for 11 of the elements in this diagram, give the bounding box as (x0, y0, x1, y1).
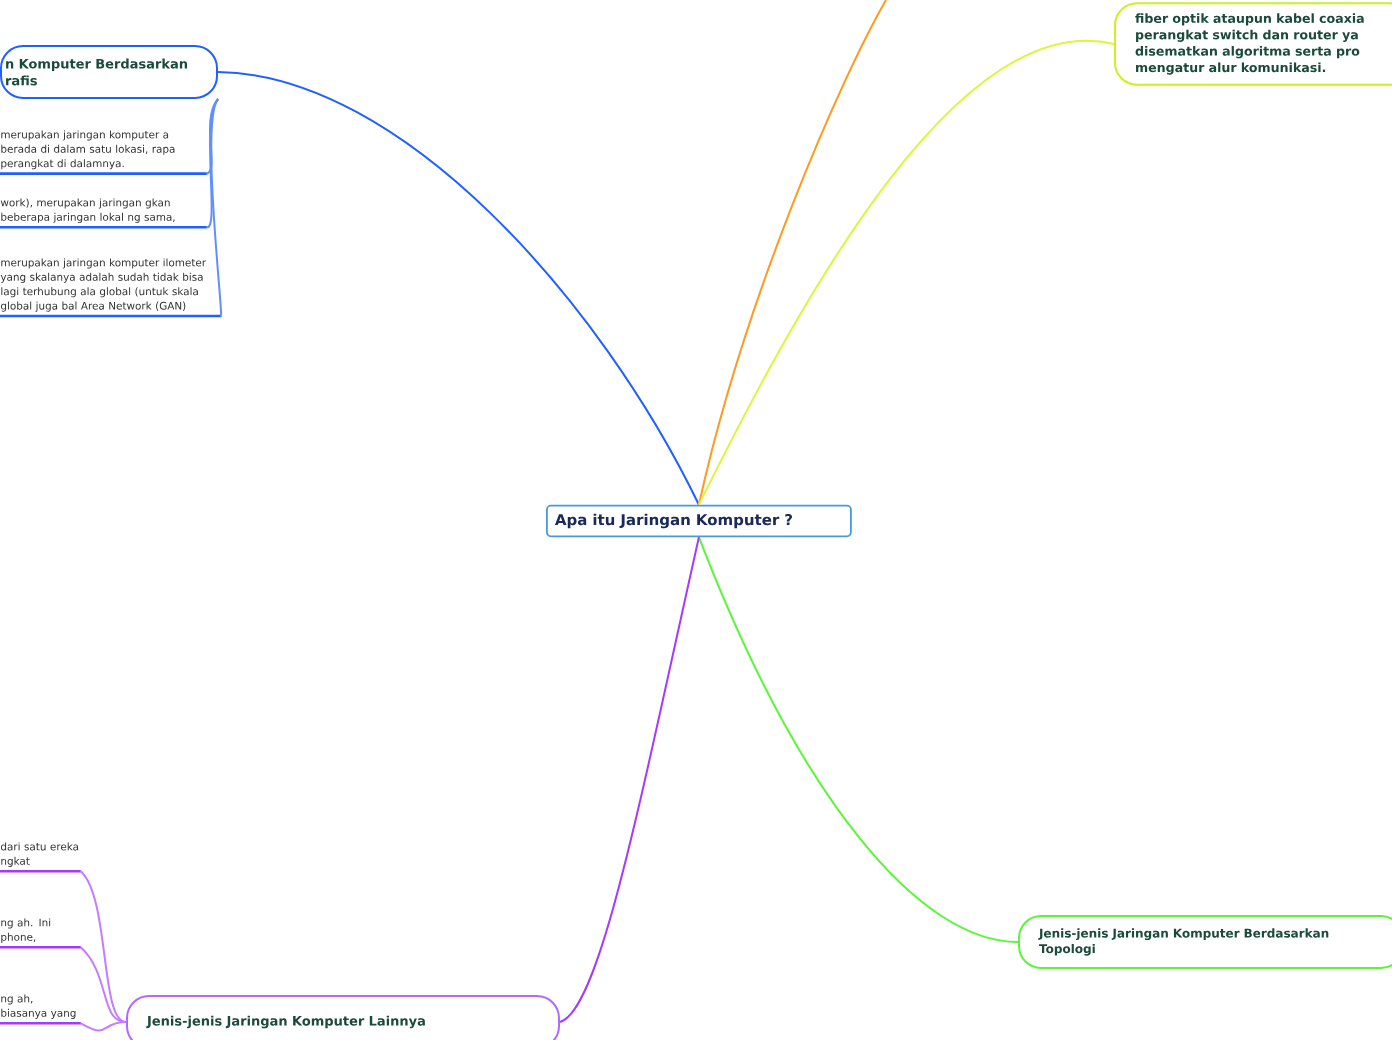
connector-line (205, 98, 219, 175)
connector-line (79, 870, 127, 1023)
connector-line (697, 0, 887, 506)
connector-line (79, 946, 127, 1023)
connector-line (205, 98, 219, 229)
connector-line (79, 1021, 127, 1032)
connector-line (217, 71, 700, 506)
connector-line (559, 536, 700, 1023)
connector-line (697, 536, 1019, 943)
connector-line (697, 40, 1115, 506)
connector-line (210, 98, 223, 318)
